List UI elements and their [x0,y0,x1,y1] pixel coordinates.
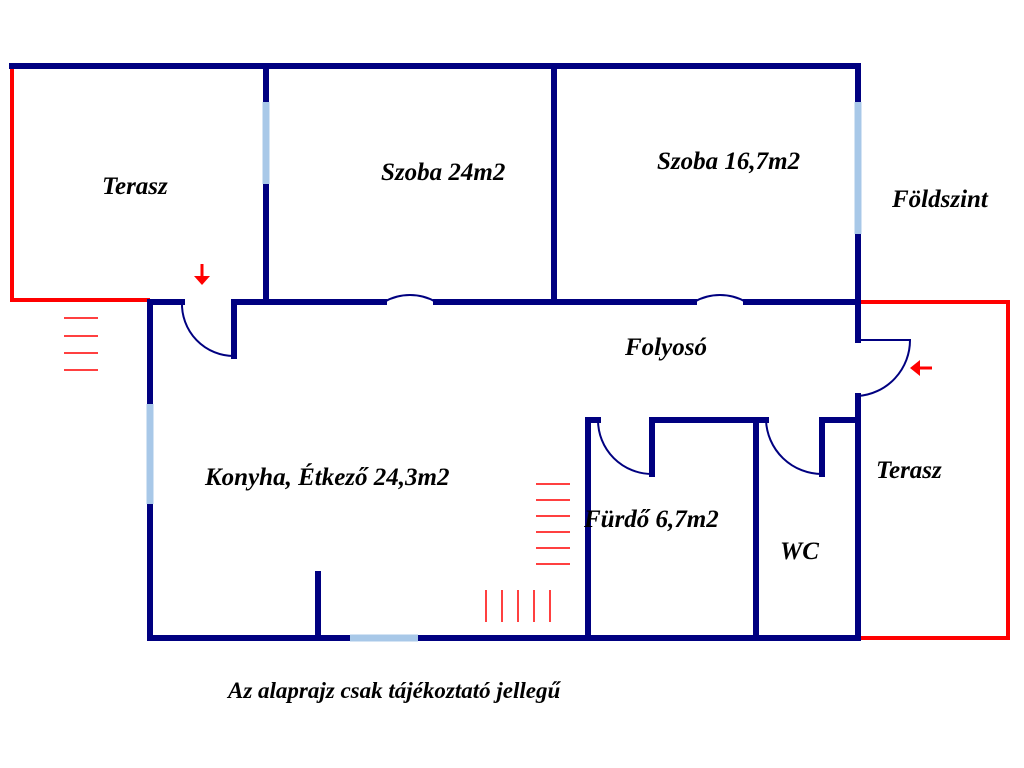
wc-door [765,419,823,475]
entrance-door [180,301,235,357]
room-labels: Terasz Szoba 24m2 Szoba 16,7m2 Földszint… [102,148,989,565]
label-szoba-2: Szoba 16,7m2 [657,148,800,175]
entrance-stairs [64,317,98,371]
right-terrace-outline [858,300,1010,640]
room2-door [693,294,747,303]
label-terasz-left: Terasz [102,173,168,200]
arrow-left-icon [910,360,932,376]
entry-arrows [194,264,932,376]
windows [146,102,862,642]
label-floor: Földszint [891,186,989,213]
kitchen-stairs [485,483,570,622]
left-terrace-outline [10,66,150,302]
side-entrance-door [857,339,912,397]
arrow-down-icon [194,264,210,285]
label-szoba-1: Szoba 24m2 [381,159,505,186]
bathroom-door [597,419,653,475]
disclaimer-caption: Az alaprajz csak tájékoztató jellegű [226,678,561,703]
doors [180,294,912,475]
room1-door [383,294,437,303]
label-terasz-right: Terasz [876,457,942,484]
label-wc: WC [780,538,819,565]
label-corridor: Folyosó [624,334,707,361]
terrace-outlines [10,66,1010,640]
label-kitchen: Konyha, Étkező 24,3m2 [204,463,449,491]
label-bathroom: Fürdő 6,7m2 [583,506,719,533]
